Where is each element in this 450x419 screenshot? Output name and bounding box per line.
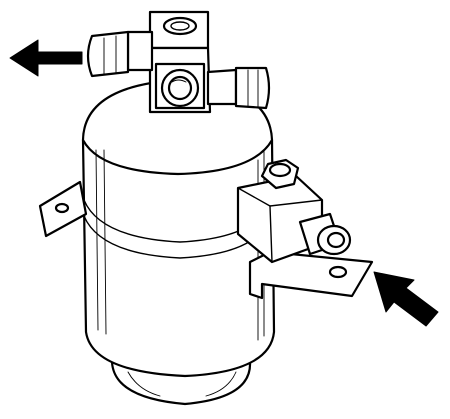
switch-stub — [206, 68, 238, 106]
left-arrow-icon — [9, 39, 83, 77]
shade-line — [127, 371, 161, 397]
shade-line — [205, 371, 237, 397]
top-fitting-assembly — [86, 10, 271, 114]
up-left-arrow-icon — [373, 271, 439, 327]
outlet-nut — [86, 30, 130, 78]
receiver-drier-body — [81, 78, 276, 406]
outlet-pipe — [126, 30, 154, 72]
shade-line — [103, 149, 107, 335]
bracket-hole — [54, 202, 70, 214]
glass-reflection — [171, 79, 187, 83]
inlet-block-edge — [269, 205, 273, 263]
outlet-arrow — [9, 39, 83, 77]
mounting-bracket-left — [38, 180, 88, 238]
sight-glass — [167, 75, 193, 101]
inlet-arrow — [373, 271, 439, 327]
top-port-inner — [170, 21, 190, 31]
switch-nut — [234, 66, 271, 110]
inlet-fitting-assembly — [236, 158, 352, 264]
bracket-hole — [328, 265, 348, 279]
shade-line — [95, 149, 99, 331]
inlet-port — [326, 231, 346, 249]
top-port — [162, 16, 198, 36]
hex-plug-top — [268, 162, 292, 178]
